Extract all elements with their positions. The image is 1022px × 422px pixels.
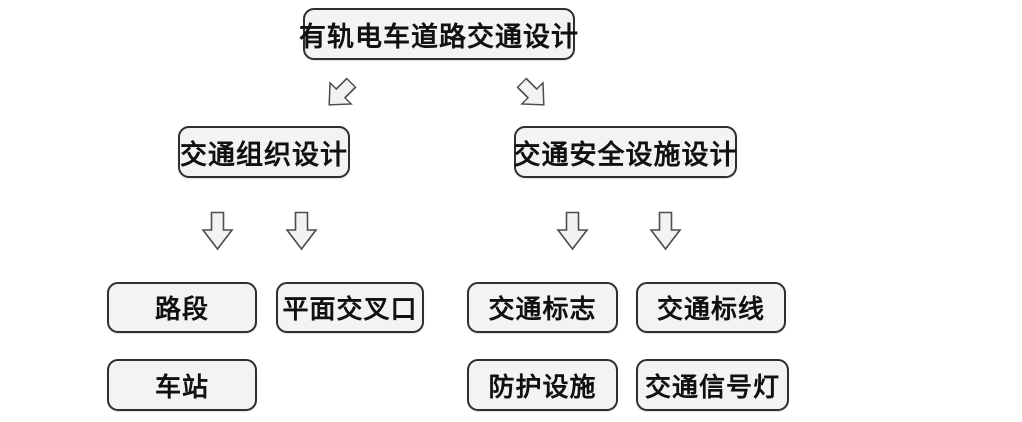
arrow-down-icon [556, 211, 589, 251]
arrow-down-icon [201, 211, 234, 251]
arrow-down-icon [285, 211, 318, 251]
node-traffic-signs: 交通标志 [467, 282, 618, 333]
node-traffic-signal-lights: 交通信号灯 [636, 359, 789, 411]
node-station: 车站 [107, 359, 257, 411]
arrow-down-left-icon [316, 70, 364, 118]
node-traffic-organization-design: 交通组织设计 [178, 126, 350, 178]
arrow-down-icon [649, 211, 682, 251]
node-tram-road-traffic-design: 有轨电车道路交通设计 [299, 8, 578, 60]
node-traffic-markings: 交通标线 [636, 282, 786, 333]
node-protective-facilities: 防护设施 [467, 359, 618, 411]
arrow-down-right-icon [509, 70, 557, 118]
node-at-grade-intersection: 平面交叉口 [276, 282, 424, 333]
node-traffic-safety-facilities-design: 交通安全设施设计 [514, 126, 737, 178]
node-road-section: 路段 [107, 282, 257, 333]
